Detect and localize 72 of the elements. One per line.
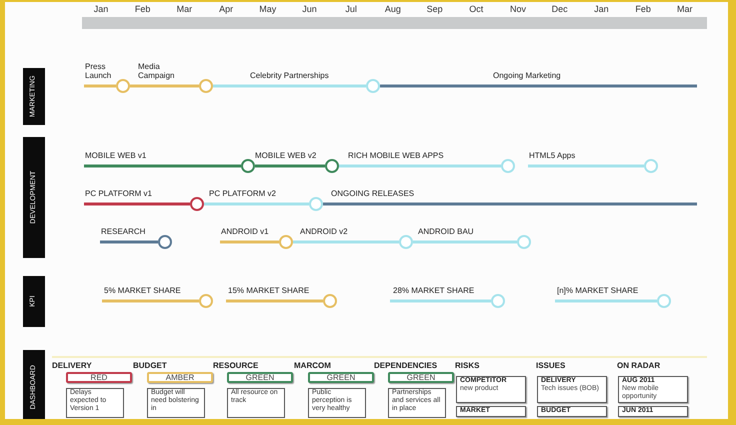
info-card (456, 406, 526, 417)
month-label: Jan (92, 4, 110, 14)
timeline-bar (84, 84, 116, 88)
edge-label: HTML5 Apps (529, 151, 576, 160)
edge-label: ANDROID v2 (300, 227, 348, 236)
edge-label: MOBILE WEB v2 (255, 151, 316, 160)
column-heading: DEPENDENCIES (374, 361, 438, 370)
status-pill: GREEN (227, 372, 293, 383)
timeline-bar (213, 84, 366, 88)
column-heading: ISSUES (536, 361, 566, 370)
column-heading: DELIVERY (52, 361, 92, 370)
timeline-bar (84, 202, 190, 206)
timeline-bar (100, 240, 158, 244)
month-label: Sep (426, 4, 444, 14)
timeline-bar (323, 202, 697, 206)
column-heading: BUDGET (133, 361, 167, 370)
timeline-bar (102, 300, 199, 302)
column-heading: MARCOM (294, 361, 331, 370)
edge-label: Press Launch (85, 62, 112, 80)
timeline-bar (204, 202, 309, 206)
info-card (537, 376, 607, 403)
month-label: Jul (344, 4, 358, 14)
edge-label: Ongoing Marketing (493, 71, 561, 80)
month-label: Apr (218, 4, 234, 14)
month-label: Oct (468, 4, 484, 14)
edge-label: RICH MOBILE WEB APPS (348, 151, 444, 160)
status-pill: RED (66, 372, 132, 383)
edge-label: PC PLATFORM v1 (85, 189, 152, 198)
edge-label: 28% MARKET SHARE (393, 286, 474, 295)
edge-label: ANDROID BAU (418, 227, 474, 236)
timeline-bar (555, 300, 657, 302)
edge-label: [n]% MARKET SHARE (557, 286, 638, 295)
month-label: Aug (384, 4, 402, 14)
month-label: Nov (508, 4, 527, 14)
timeline-bar (380, 84, 697, 88)
month-label: Mar (176, 4, 194, 14)
timeline-bar (339, 164, 501, 168)
month-label: Feb (634, 4, 652, 14)
timeline-bar (84, 164, 241, 168)
edge-label: MOBILE WEB v1 (85, 151, 146, 160)
month-label: Feb (134, 4, 152, 14)
timeline-bar (293, 240, 399, 244)
edge-label: 15% MARKET SHARE (228, 286, 310, 295)
status-pill: GREEN (388, 372, 454, 383)
edge-label: PC PLATFORM v2 (209, 189, 276, 198)
month-label: Jan (593, 4, 610, 14)
column-heading: RISKS (455, 361, 480, 370)
column-heading: RESOURCE (213, 361, 258, 370)
edge-label: Celebrity Partnerships (250, 71, 329, 80)
edge-label: Media Campaign (138, 62, 176, 80)
info-card (618, 406, 688, 417)
edge-label: ONGOING RELEASES (331, 189, 414, 198)
edge-label: ANDROID v1 (221, 227, 269, 236)
timeline-bar (130, 84, 199, 88)
info-card (456, 376, 526, 403)
status-pill: GREEN (308, 372, 374, 383)
column-heading: ON RADAR (617, 361, 660, 370)
month-label: Mar (676, 4, 694, 14)
timeline-bar (255, 164, 325, 168)
info-card (537, 406, 607, 417)
status-pill: AMBER (147, 372, 213, 383)
month-label: Dec (550, 4, 569, 14)
timeline-bar (413, 240, 517, 244)
edge-label: RESEARCH (101, 227, 146, 236)
info-card (618, 376, 688, 403)
timeline-bar (390, 300, 491, 302)
timeline-bar (528, 164, 644, 168)
timeline-bar (226, 300, 323, 302)
timeline-bar (220, 240, 279, 244)
month-label: May (258, 4, 278, 14)
month-label: Jun (301, 4, 318, 14)
edge-label: 5% MARKET SHARE (104, 286, 181, 295)
